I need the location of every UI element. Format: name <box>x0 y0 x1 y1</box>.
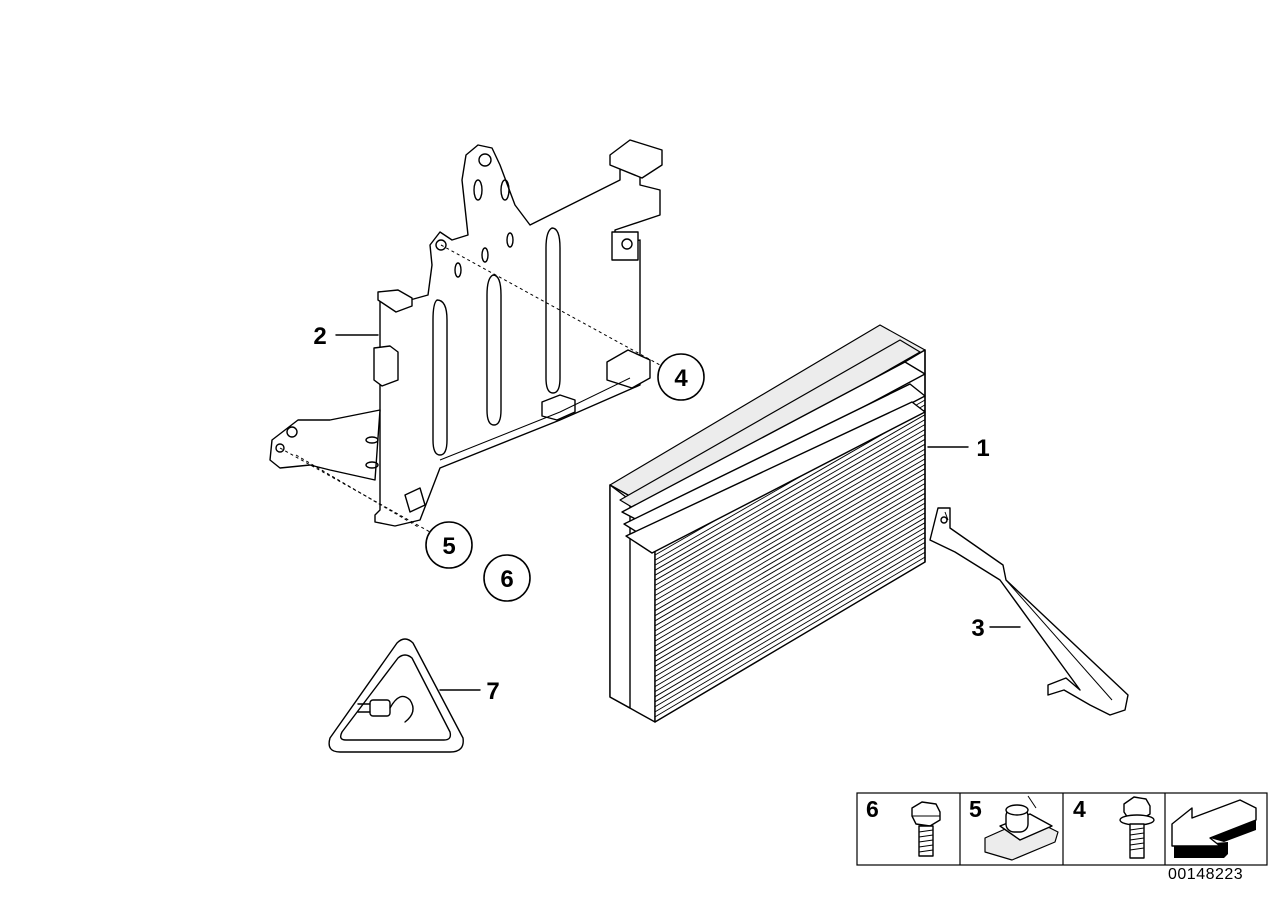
heatsink-fin-line <box>654 443 926 601</box>
heatsink-fin-line <box>654 473 926 632</box>
callout-6: 6 <box>483 554 531 602</box>
flange-bolt-icon <box>1119 796 1155 859</box>
heatsink-fin-line <box>654 532 926 692</box>
heatsink-fin-line <box>654 478 926 637</box>
heatsink-fin-line <box>654 512 926 672</box>
clip-nut-icon <box>984 795 1059 861</box>
heatsink-fin-line <box>654 414 926 571</box>
legend-label-6: 6 <box>866 796 879 822</box>
heatsink-fin-line <box>654 556 926 718</box>
heatsink-fin-line <box>654 438 926 596</box>
holder-bracket-drawing <box>269 139 663 527</box>
heatsink-fin-line <box>654 561 926 723</box>
label-7: 7 <box>486 678 499 705</box>
heatsink-fins <box>654 399 926 723</box>
heatsink-fin-line <box>654 434 926 591</box>
svg-text:5: 5 <box>442 533 455 560</box>
heatsink-fin-line <box>654 448 926 606</box>
heatsink-fin-line <box>654 527 926 687</box>
heatsink-fin-line <box>654 453 926 612</box>
callout-4: 4 <box>657 353 705 401</box>
document-number: 00148223 <box>1168 866 1244 883</box>
amplifier-drawing <box>609 324 926 723</box>
heatsink-fin-line <box>654 419 926 576</box>
callout-5: 5 <box>425 521 473 569</box>
heatsink-fin-line <box>654 546 926 708</box>
hex-bolt-icon <box>911 801 941 857</box>
heatsink-fin-line <box>654 429 926 586</box>
legend-label-4: 4 <box>1073 796 1086 822</box>
direction-arrow-icon <box>1171 799 1257 858</box>
heatsink-fin-line <box>654 488 926 647</box>
warning-label-drawing <box>328 638 464 753</box>
heatsink-fin-line <box>654 463 926 622</box>
legend-label-5: 5 <box>969 796 982 822</box>
heatsink-fin-line <box>654 517 926 677</box>
svg-text:4: 4 <box>674 365 688 392</box>
fastener-legend: 6 5 4 <box>856 792 1268 866</box>
svg-text:6: 6 <box>500 566 513 593</box>
heatsink-fin-line <box>654 492 926 652</box>
heatsink-fin-line <box>654 522 926 682</box>
strap-bracket-drawing <box>929 507 1129 716</box>
heatsink-fin-line <box>654 468 926 627</box>
heatsink-fin-line <box>654 483 926 642</box>
heatsink-fin-line <box>654 537 926 698</box>
label-3: 3 <box>971 615 984 642</box>
heatsink-fin-line <box>654 497 926 657</box>
label-1: 1 <box>976 435 989 462</box>
heatsink-fin-line <box>654 502 926 662</box>
heatsink-fin-line <box>654 551 926 713</box>
heatsink-fin-line <box>654 458 926 617</box>
heatsink-fin-line <box>654 424 926 581</box>
heatsink-fin-line <box>654 507 926 667</box>
heatsink-fin-line <box>654 542 926 703</box>
plug-icon <box>369 699 391 717</box>
label-2: 2 <box>313 323 326 350</box>
